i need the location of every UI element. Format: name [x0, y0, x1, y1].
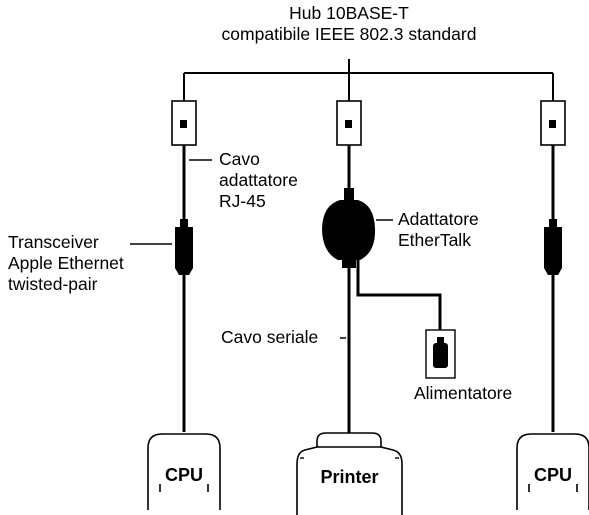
printer-label: Printer	[320, 467, 379, 487]
hub-title: Hub 10BASE-T compatibile IEEE 802.3 stan…	[199, 3, 499, 45]
power-cable	[356, 250, 442, 330]
hub-title-line-1: Hub 10BASE-T	[289, 3, 409, 23]
ethertalk-line-2: EtherTalk	[398, 230, 471, 250]
leader-lines	[130, 159, 393, 339]
transceiver-shape	[175, 219, 193, 275]
power-supply-shape	[425, 329, 456, 379]
wall-jack-left	[171, 100, 197, 146]
wall-jack-right	[540, 100, 566, 146]
transceiver-line-1: Transceiver	[8, 232, 99, 252]
cpu-right-label: CPU	[533, 465, 572, 485]
cable-adapter-line-2: adattatore	[219, 170, 298, 190]
hub-title-line-2: compatibile IEEE 802.3 standard	[221, 24, 477, 44]
cable-adapter-line-1: Cavo	[219, 149, 260, 169]
cable-adapter-line-3: RJ-45	[219, 191, 266, 211]
cpu-left-marks	[159, 484, 209, 492]
printer-shape	[296, 432, 403, 515]
ethertalk-adapter-shape	[322, 200, 376, 268]
center-cable	[344, 145, 354, 433]
serial-cable-label: Cavo seriale	[221, 327, 319, 347]
cpu-right-shape	[516, 433, 589, 510]
wall-jack-center	[336, 100, 362, 146]
power-supply-label: Alimentatore	[414, 383, 513, 403]
transceiver-line-3: twisted-pair	[8, 274, 98, 294]
transceiver-label: Transceiver Apple Ethernet twisted-pair	[8, 232, 124, 295]
cpu-left-label: CPU	[164, 465, 203, 485]
cpu-right-marks	[528, 484, 578, 492]
cable-adapter-label: Cavo adattatore RJ-45	[219, 149, 298, 212]
ethertalk-label: Adattatore EtherTalk	[398, 209, 479, 251]
transceiver-line-2: Apple Ethernet	[8, 253, 124, 273]
transceiver-shape-right	[544, 219, 562, 275]
hub-tree-lines	[183, 59, 554, 101]
printer-marks	[300, 446, 399, 459]
cpu-left-shape	[147, 433, 221, 510]
ethertalk-line-1: Adattatore	[398, 209, 479, 229]
